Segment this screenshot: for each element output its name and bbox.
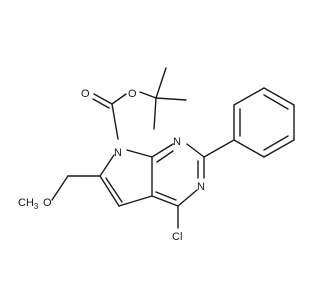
bond-c7a-n1-1 (151, 143, 174, 158)
atom-o-carbonyl: O (81, 88, 90, 100)
bond-c5-c4a (118, 195, 153, 207)
bond-tbu-me-right (155, 97, 187, 101)
bond-tbu-me-bottom (153, 97, 157, 130)
bond-c-double-o-2 (92, 98, 110, 109)
bond-c7a-n1-2 (156, 150, 174, 163)
bond-ph-3 (263, 87, 295, 106)
bond-c-double-o-1 (93, 93, 113, 105)
bond-ph-6 (233, 139, 265, 158)
bond-ph-5-inner (263, 135, 289, 151)
bond-c6-c5-1 (99, 175, 120, 207)
bond-ch2-o (51, 175, 69, 201)
bond-tbu-me-top (155, 67, 167, 99)
atom-chlorine: Cl (172, 231, 182, 243)
atom-o-methoxy: O (43, 197, 52, 209)
bond-c7a-n7 (126, 149, 153, 158)
bond-ph-5 (263, 139, 295, 158)
bond-n1-c2 (186, 143, 205, 158)
bond-c6-c5-2 (105, 177, 123, 203)
bond-c4-c4a-1 (151, 195, 179, 207)
bond-ph-2 (233, 87, 265, 106)
bond-c2-phenyl (203, 139, 235, 158)
bond-n7-c6 (99, 154, 115, 177)
bond-n3-c4 (177, 189, 198, 207)
molecule-structure: O O N N N Cl CH3 O (18, 67, 295, 243)
bond-c-carbonyl-o-ester (111, 93, 127, 105)
atom-n-pyrrole: N (114, 147, 122, 159)
bond-c-carbonyl-n (111, 103, 119, 140)
bond-o-tbu (139, 91, 157, 99)
atom-methyl-c: CH3 (18, 197, 39, 211)
atom-n-ring-bottom: N (197, 181, 205, 193)
bond-ph-3-inner (263, 94, 289, 110)
atom-n-ring-top: N (173, 136, 181, 148)
bond-c4-c4a-2 (155, 191, 177, 201)
atom-o-ester: O (128, 88, 137, 100)
